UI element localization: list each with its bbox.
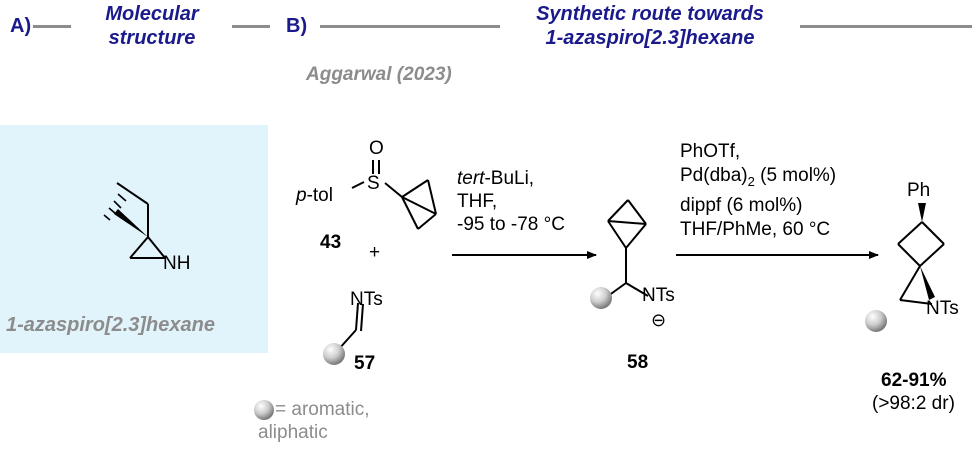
section-b-title-line1: Synthetic route towards [536, 3, 764, 25]
compound-57-label: 57 [354, 353, 376, 374]
sulfoxide-aryl-prefix: p [296, 185, 307, 206]
section-a-title-line2: structure [108, 27, 196, 49]
sulfoxide-aryl: p-tol [296, 185, 333, 207]
section-b-rule-right [800, 25, 972, 28]
plus-sign: + [369, 242, 381, 263]
product-ph: Ph [907, 180, 931, 201]
section-a-label: A) [10, 15, 32, 37]
legend-ball [254, 400, 274, 420]
azaspirohexane-structure [116, 182, 166, 259]
step2-line1: PhOTf, [680, 141, 741, 162]
section-a-rule-left [33, 25, 71, 28]
molecule-panel [0, 125, 268, 353]
sulfoxide-aryl-suffix: -tol [306, 185, 333, 206]
intermediate-charge: ⊖ [651, 310, 667, 330]
step2-pd-sub: 2 [747, 173, 755, 189]
step1-line1: tert-BuLi, [457, 167, 565, 190]
step1-tert: tert [457, 168, 485, 189]
step2-pd: Pd(dba) [680, 165, 748, 186]
step1-buli: -BuLi, [484, 168, 535, 189]
product-yield: 62-91% [881, 370, 947, 391]
sulfoxide-sulfur: S [367, 173, 380, 194]
sulfoxide-structure [351, 160, 437, 230]
intermediate-structure [607, 199, 649, 297]
product-dr: (>98:2 dr) [872, 393, 955, 414]
molecule-name: 1-azaspiro[2.3]hexane [6, 314, 215, 336]
product-n-wedge [920, 266, 935, 300]
step1-conditions: tert-BuLi, THF, -95 to -78 °C [457, 167, 565, 236]
imine-substituent-ball [323, 343, 345, 365]
compound-43-label: 43 [320, 232, 342, 253]
section-b-title-line2: 1-azaspiro[2.3]hexane [545, 27, 755, 49]
legend-text-1: = aromatic, [275, 399, 370, 420]
intermediate-nts: NTs [642, 285, 675, 306]
reference-citation: Aggarwal (2023) [306, 64, 452, 85]
step1-line2: THF, [457, 191, 498, 212]
sulfoxide-oxygen: O [369, 138, 384, 159]
product-structure [897, 221, 945, 305]
imine-nts: NTs [350, 289, 383, 310]
step2-pd-loading: (5 mol%) [754, 165, 837, 186]
azaspirohexane-hash [103, 193, 127, 221]
step2-line2: Pd(dba)2 (5 mol%) [680, 164, 836, 194]
product-substituent-ball [865, 310, 887, 332]
step2-line3: dippf (6 mol%) [680, 194, 803, 216]
section-a-title-line1: Molecular [105, 3, 199, 25]
step2-conditions: PhOTf, Pd(dba)2 (5 mol%) dippf (6 mol%) … [680, 140, 836, 242]
section-a-title: Molecular structure [82, 2, 222, 50]
section-b-rule-left [320, 25, 500, 28]
step2-line4: THF/PhMe, 60 °C [680, 218, 831, 240]
product-ph-wedge [918, 203, 926, 222]
section-a-rule-right [232, 25, 270, 28]
legend-text-2: aliphatic [258, 422, 328, 443]
compound-58-label: 58 [627, 352, 649, 373]
intermediate-substituent-ball [590, 287, 612, 309]
azaspirohexane-wedge [114, 209, 148, 237]
azaspirohexane-nh: NH [163, 253, 191, 274]
section-b-label: B) [286, 15, 308, 37]
section-b-title: Synthetic route towards 1-azaspiro[2.3]h… [500, 2, 800, 50]
product-nts: NTs [926, 298, 959, 319]
step1-line3: -95 to -78 °C [457, 214, 565, 235]
